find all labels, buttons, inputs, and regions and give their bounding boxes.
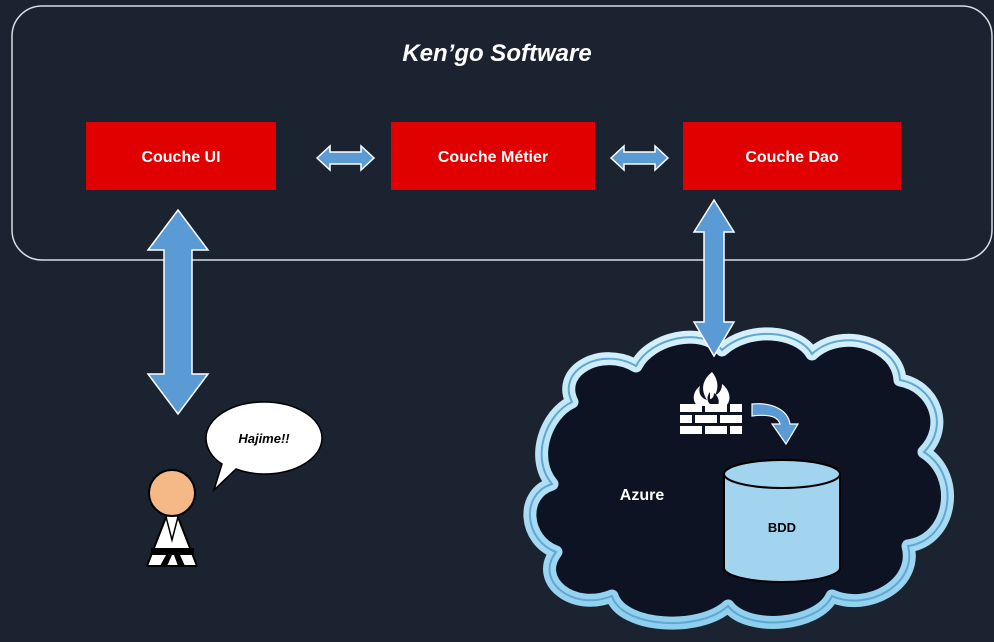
flame-icon [693, 372, 730, 406]
couche-ui-label: Couche UI [141, 149, 221, 166]
couche-dao-box[interactable] [683, 122, 901, 190]
dao-cloud-arrow [692, 198, 736, 358]
couche-ui-box[interactable] [86, 122, 276, 190]
firewall-icon [680, 372, 742, 434]
metier-dao-arrow [609, 144, 670, 172]
database-icon [723, 459, 841, 583]
person-icon [145, 469, 199, 567]
couche-dao-label: Couche Dao [745, 149, 839, 166]
speech-bubble [205, 401, 323, 493]
azure-cloud-inner-outline [528, 332, 949, 625]
ui-user-arrow [146, 208, 210, 416]
database-label: BDD [767, 520, 797, 535]
speech-text: Hajime!! [238, 431, 290, 446]
software-title: Ken’go Software [402, 40, 592, 67]
ui-metier-arrow [315, 144, 376, 172]
azure-label: Azure [619, 487, 665, 504]
couche-metier-box[interactable] [391, 122, 595, 190]
couche-metier-label: Couche Métier [437, 149, 549, 166]
firewall-to-db-arrow [751, 403, 800, 446]
software-container [11, 5, 993, 261]
